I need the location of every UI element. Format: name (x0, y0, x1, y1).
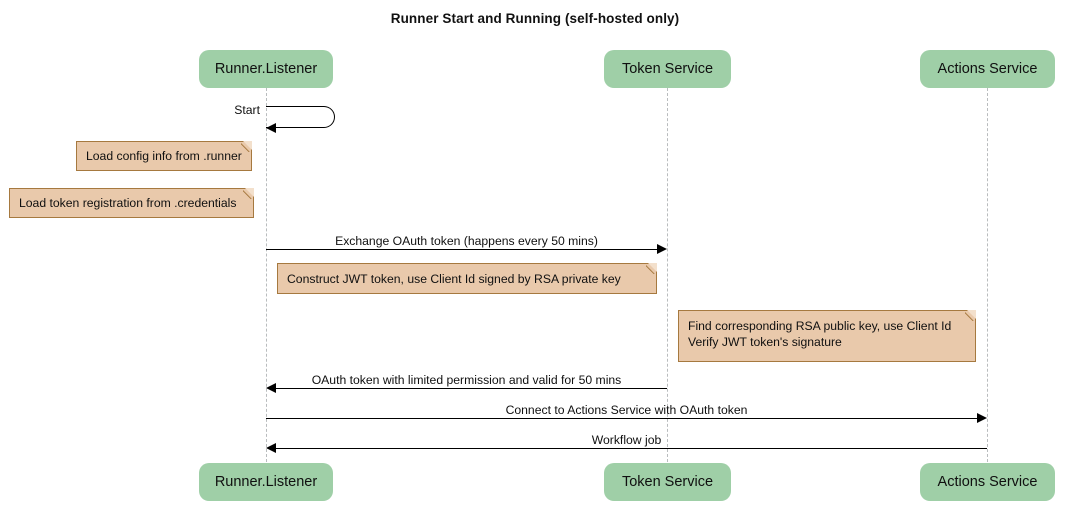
note-load-token-registration: Load token registration from .credential… (9, 188, 254, 218)
participant-actions-service-top[interactable]: Actions Service (920, 50, 1055, 88)
participant-runner-listener-bottom[interactable]: Runner.Listener (199, 463, 333, 501)
note-verify-jwt-text: Find corresponding RSA public key, use C… (688, 319, 952, 349)
message-label-workflow-job: Workflow job (591, 433, 662, 447)
participant-runner-listener-top[interactable]: Runner.Listener (199, 50, 333, 88)
participant-token-service-top[interactable]: Token Service (604, 50, 731, 88)
note-load-token-registration-text: Load token registration from .credential… (19, 196, 237, 210)
note-construct-jwt: Construct JWT token, use Client Id signe… (277, 263, 657, 294)
message-line-workflow-job (276, 448, 987, 449)
message-line-connect-actions (266, 418, 978, 419)
note-load-config-text: Load config info from .runner (86, 149, 242, 163)
lifeline-token-service (667, 88, 668, 462)
arrowhead-workflow-job (266, 443, 276, 453)
message-label-exchange-oauth: Exchange OAuth token (happens every 50 m… (335, 234, 598, 248)
arrowhead-exchange-oauth (657, 244, 667, 254)
arrowhead-start (266, 123, 276, 133)
note-fold-edge-icon (243, 188, 254, 199)
note-construct-jwt-text: Construct JWT token, use Client Id signe… (287, 271, 621, 286)
self-loop-start (266, 106, 335, 128)
message-line-oauth-token-return (276, 388, 667, 389)
note-load-config: Load config info from .runner (76, 141, 252, 171)
arrowhead-connect-actions (977, 413, 987, 423)
note-fold-edge-icon (965, 310, 976, 321)
note-fold-edge-icon (241, 141, 252, 152)
arrowhead-oauth-token-return (266, 383, 276, 393)
note-verify-jwt: Find corresponding RSA public key, use C… (678, 310, 976, 362)
note-fold-edge-icon (646, 263, 657, 274)
message-label-connect-actions: Connect to Actions Service with OAuth to… (505, 403, 748, 417)
page-title: Runner Start and Running (self-hosted on… (390, 11, 680, 26)
lifeline-actions-service (987, 88, 988, 462)
lifeline-runner-listener (266, 88, 267, 462)
message-label-start: Start (234, 103, 260, 117)
message-line-exchange-oauth (266, 249, 658, 250)
participant-token-service-bottom[interactable]: Token Service (604, 463, 731, 501)
participant-actions-service-bottom[interactable]: Actions Service (920, 463, 1055, 501)
message-label-oauth-token-return: OAuth token with limited permission and … (311, 373, 622, 387)
